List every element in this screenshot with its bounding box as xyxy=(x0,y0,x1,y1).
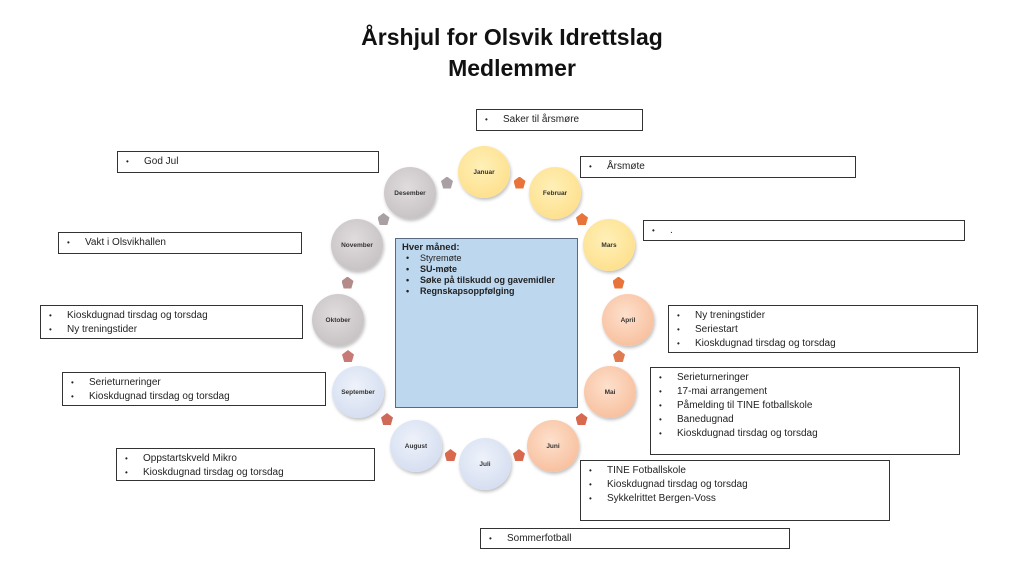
activity-item: Ny treningstider xyxy=(49,323,302,337)
activity-item: Kioskdugnad tirsdag og torsdag xyxy=(659,427,959,441)
monthly-item: Styremøte xyxy=(406,253,571,264)
activity-item: Kioskdugnad tirsdag og torsdag xyxy=(49,309,302,323)
month-circle-mars: Mars xyxy=(583,219,635,271)
month-circle-oktober: Oktober xyxy=(312,294,364,346)
activity-box-oktober: Kioskdugnad tirsdag og torsdagNy trening… xyxy=(40,305,303,339)
arrow-icon xyxy=(441,176,453,189)
activity-item: Saker til årsmøre xyxy=(485,113,642,127)
activity-box-desember: God Jul xyxy=(117,151,379,173)
month-circle-juni: Juni xyxy=(527,420,579,472)
activity-item: Vakt i Olsvikhallen xyxy=(67,236,301,250)
activity-item: Banedugnad xyxy=(659,413,959,427)
activity-item: Kioskdugnad tirsdag og torsdag xyxy=(71,390,325,404)
title-line-2: Medlemmer xyxy=(448,55,576,81)
arrow-icon xyxy=(513,449,525,461)
activity-item: Serieturneringer xyxy=(659,371,959,385)
month-circle-september: September xyxy=(332,366,384,418)
monthly-heading: Hver måned: xyxy=(402,242,460,253)
month-circle-juli: Juli xyxy=(459,438,511,490)
arrow-icon xyxy=(377,213,390,225)
activity-item: Sykkelrittet Bergen-Voss xyxy=(589,492,889,506)
arrow-icon xyxy=(342,350,354,362)
month-circle-desember: Desember xyxy=(384,167,436,219)
activity-item: TINE Fotballskole xyxy=(589,464,889,478)
activity-box-juni: TINE FotballskoleKioskdugnad tirsdag og … xyxy=(580,460,890,521)
activity-item: Kioskdugnad tirsdag og torsdag xyxy=(589,478,889,492)
activity-box-april: Ny treningstiderSeriestartKioskdugnad ti… xyxy=(668,305,978,353)
monthly-tasks-box: Hver måned: Styremøte SU-møte Søke på ti… xyxy=(395,238,578,408)
activity-item: Årsmøte xyxy=(589,160,855,174)
arrow-icon xyxy=(613,350,625,362)
month-circle-mai: Mai xyxy=(584,366,636,418)
activity-item: Oppstartskveld Mikro xyxy=(125,452,374,466)
activity-item: Kioskdugnad tirsdag og torsdag xyxy=(125,466,374,480)
arrow-icon xyxy=(576,213,588,225)
activity-item: Serieturneringer xyxy=(71,376,325,390)
activity-item: Sommerfotball xyxy=(489,532,789,546)
arrow-icon xyxy=(341,276,354,289)
activity-item: Påmelding til TINE fotballskole xyxy=(659,399,959,413)
activity-box-august: Oppstartskveld MikroKioskdugnad tirsdag … xyxy=(116,448,375,481)
arrow-icon xyxy=(444,449,457,461)
activity-item: Kioskdugnad tirsdag og torsdag xyxy=(677,337,977,351)
monthly-item: Søke på tilskudd og gavemidler xyxy=(406,275,571,286)
arrow-icon xyxy=(513,176,526,189)
activity-item: Seriestart xyxy=(677,323,977,337)
activity-box-juli: Sommerfotball xyxy=(480,528,790,549)
arrow-icon xyxy=(381,413,393,425)
month-circle-februar: Februar xyxy=(529,167,581,219)
month-circle-januar: Januar xyxy=(458,146,510,198)
month-circle-november: November xyxy=(331,219,383,271)
title-line-1: Årshjul for Olsvik Idrettslag xyxy=(361,24,663,50)
activity-item: 17-mai arrangement xyxy=(659,385,959,399)
activity-box-mars: . xyxy=(643,220,965,241)
monthly-item: Regnskapsoppfølging xyxy=(406,286,571,297)
activity-box-november: Vakt i Olsvikhallen xyxy=(58,232,302,254)
month-circle-august: August xyxy=(390,420,442,472)
arrow-icon xyxy=(612,276,625,289)
activity-item: God Jul xyxy=(126,155,378,169)
monthly-item: SU-møte xyxy=(406,264,571,275)
arrow-icon xyxy=(575,413,588,425)
month-circle-april: April xyxy=(602,294,654,346)
activity-item: Ny treningstider xyxy=(677,309,977,323)
activity-box-februar: Årsmøte xyxy=(580,156,856,178)
activity-box-januar: Saker til årsmøre xyxy=(476,109,643,131)
activity-box-mai: Serieturneringer17-mai arrangementPåmeld… xyxy=(650,367,960,455)
activity-box-september: SerieturneringerKioskdugnad tirsdag og t… xyxy=(62,372,326,406)
activity-item: . xyxy=(652,224,964,238)
